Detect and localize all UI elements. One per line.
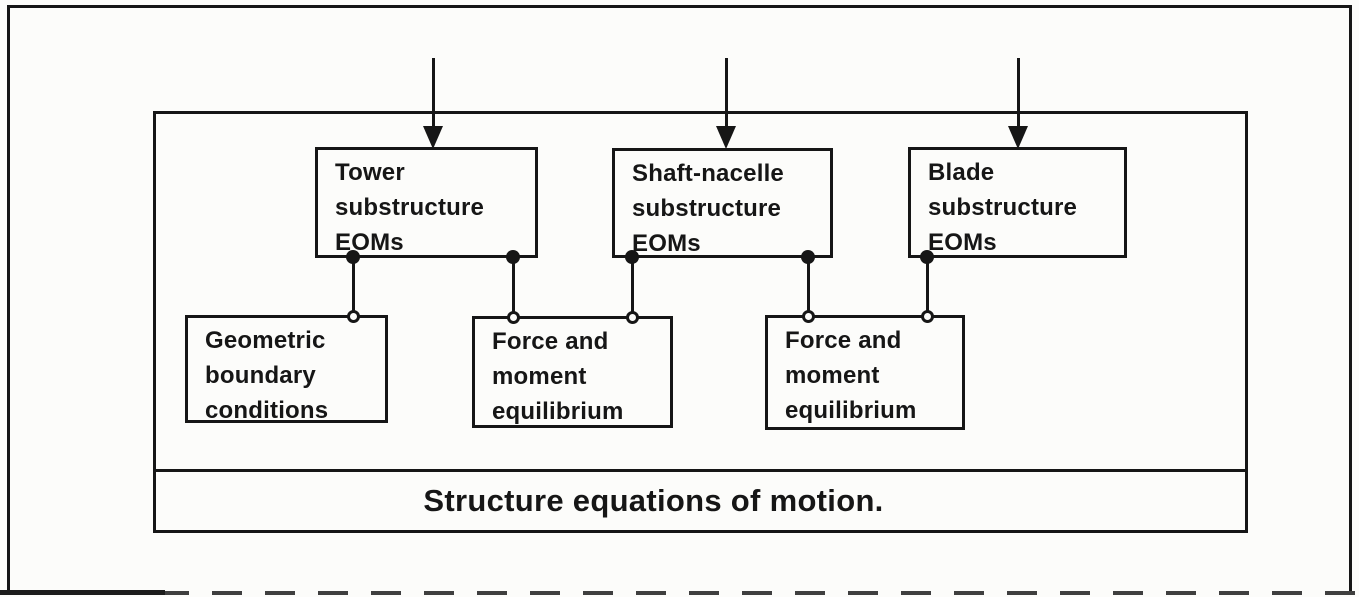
input-arrow-down-icon-tower xyxy=(423,126,443,149)
junction-filled-icon xyxy=(920,250,934,264)
connector-shaft-to-force1 xyxy=(631,256,634,319)
junction-filled-icon xyxy=(346,250,360,264)
junction-open-icon xyxy=(626,311,639,324)
junction-open-icon xyxy=(802,310,815,323)
connector-tower-to-force1 xyxy=(512,256,515,319)
connector-tower-to-geometric xyxy=(352,256,355,318)
junction-open-icon xyxy=(921,310,934,323)
junction-open-icon xyxy=(347,310,360,323)
input-arrow-stem-shaft-nacelle xyxy=(725,58,728,132)
input-arrow-stem-tower xyxy=(432,58,435,132)
caption-divider xyxy=(153,469,1248,472)
structure-eom-container xyxy=(153,111,1248,533)
box-force-moment-equilibrium-1: Force and moment equilibrium xyxy=(472,316,673,428)
box-shaft-nacelle-substructure-eoms: Shaft-nacelle substructure EOMs xyxy=(612,148,833,258)
input-arrow-down-icon-blade xyxy=(1008,126,1028,149)
box-tower-substructure-eoms: Tower substructure EOMs xyxy=(315,147,538,258)
input-arrow-down-icon-shaft-nacelle xyxy=(716,126,736,149)
connector-blade-to-force2 xyxy=(926,256,929,318)
junction-filled-icon xyxy=(506,250,520,264)
caption-bar: Structure equations of motion. xyxy=(423,483,884,518)
box-blade-substructure-eoms: Blade substructure EOMs xyxy=(908,147,1127,258)
junction-filled-icon xyxy=(801,250,815,264)
box-geometric-boundary-conditions: Geometric boundary conditions xyxy=(185,315,388,424)
outer-frame xyxy=(7,5,1352,591)
box-force-moment-equilibrium-2: Force and moment equilibrium xyxy=(765,315,965,430)
input-arrow-stem-blade xyxy=(1017,58,1020,132)
junction-filled-icon xyxy=(625,250,639,264)
scan-edge-artifact xyxy=(0,588,1359,597)
junction-open-icon xyxy=(507,311,520,324)
connector-shaft-to-force2 xyxy=(807,256,810,318)
